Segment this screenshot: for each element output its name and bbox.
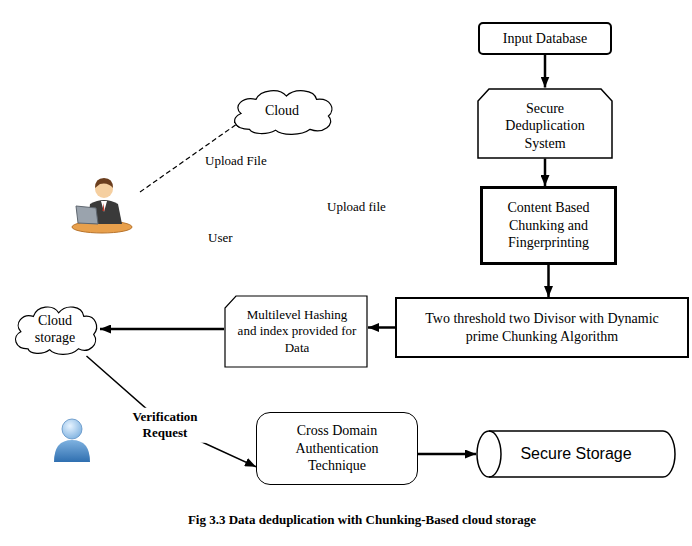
node-text: Secure Storage xyxy=(520,444,631,464)
cloud-outline xyxy=(235,91,332,135)
algorithm-box: Two threshold two Divisor with Dynamic p… xyxy=(395,297,689,358)
flow-arrow xyxy=(368,326,395,329)
flow-arrow xyxy=(100,328,224,331)
shirt-collar xyxy=(101,201,107,212)
cloud-outline xyxy=(10,302,100,356)
flow-arrow xyxy=(547,265,550,297)
flow-arrow xyxy=(87,356,257,467)
arrow-label: Upload File xyxy=(205,153,267,169)
process-box: Secure Deduplication System xyxy=(477,88,613,159)
edge-label: Verification Request xyxy=(114,408,216,443)
flow-arrow xyxy=(418,453,476,456)
cloud-shape: Cloud storage xyxy=(10,302,100,356)
card-outline xyxy=(225,296,367,367)
cylinder-rim xyxy=(489,431,501,477)
start-box: Input Database xyxy=(478,22,612,55)
arrow-label: Upload file xyxy=(327,199,386,215)
node-text: Cloud storage xyxy=(26,312,84,347)
node-text: Input Database xyxy=(503,30,587,48)
hexagon-outline xyxy=(478,89,612,158)
node-text: Multilevel Hashing and index provided fo… xyxy=(236,307,358,356)
person-body xyxy=(54,440,90,462)
tie xyxy=(103,203,105,211)
laptop xyxy=(76,206,98,224)
cylinder-outline xyxy=(477,431,675,477)
cloud-shape: Cloud xyxy=(228,86,336,136)
person-head xyxy=(62,419,82,439)
actor-label: User xyxy=(208,230,233,246)
node-text: Cross Domain Authentication Technique xyxy=(277,422,397,475)
hair xyxy=(95,178,113,188)
storage-cylinder: Secure Storage xyxy=(476,430,676,478)
flow-arrow xyxy=(544,159,547,187)
process-box: Content Based Chunking and Fingerprintin… xyxy=(480,186,617,265)
user-at-laptop-icon xyxy=(72,178,132,233)
node-text: Two threshold two Divisor with Dynamic p… xyxy=(409,310,675,345)
cloud-outline xyxy=(16,307,97,354)
node-text: Cloud xyxy=(265,102,299,120)
hashing-box: Multilevel Hashing and index provided fo… xyxy=(224,295,368,368)
node-text: Secure Deduplication System xyxy=(485,100,605,153)
figure-caption: Fig 3.3 Data deduplication with Chunking… xyxy=(150,512,574,528)
node-text: Content Based Chunking and Fingerprintin… xyxy=(491,199,606,252)
flow-arrow xyxy=(544,55,547,88)
process-box: Cross Domain Authentication Technique xyxy=(256,412,418,485)
verifying-user-icon xyxy=(54,419,90,462)
